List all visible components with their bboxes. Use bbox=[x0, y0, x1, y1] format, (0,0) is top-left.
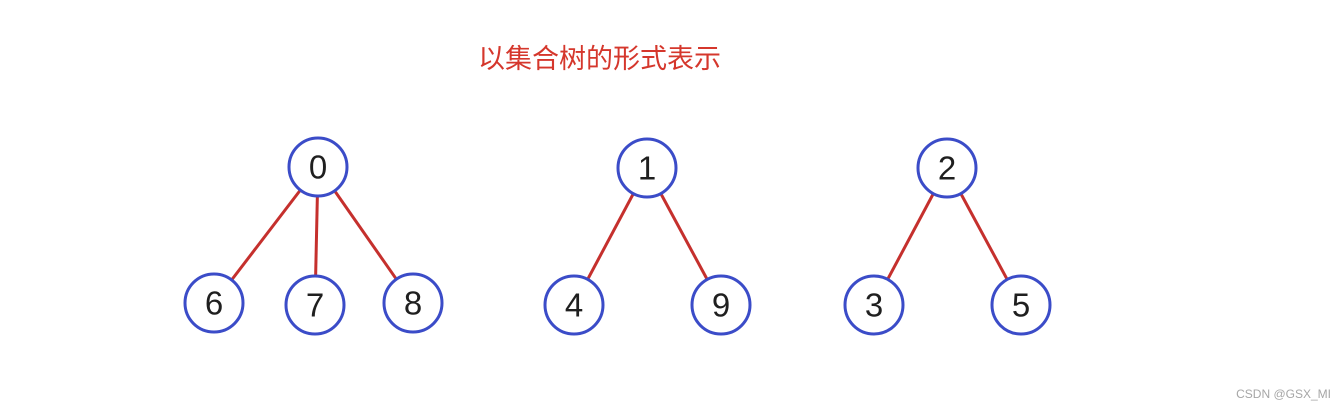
page-title: 以集合树的形式表示 bbox=[478, 44, 721, 74]
tree-node: 1 bbox=[616, 137, 678, 199]
tree-node: 2 bbox=[916, 137, 978, 199]
tree-node-label: 3 bbox=[865, 287, 883, 324]
tree-node-circle bbox=[990, 274, 1052, 336]
tree-node-label: 4 bbox=[565, 287, 583, 324]
tree-node-label: 7 bbox=[306, 287, 324, 324]
tree-node-label: 2 bbox=[938, 150, 956, 187]
tree-node: 9 bbox=[690, 274, 752, 336]
tree-node: 6 bbox=[183, 272, 245, 334]
tree-node-label: 5 bbox=[1012, 287, 1030, 324]
tree-node: 4 bbox=[543, 274, 605, 336]
tree-node: 5 bbox=[990, 274, 1052, 336]
tree-node: 3 bbox=[843, 274, 905, 336]
tree-node-circle bbox=[543, 274, 605, 336]
tree-node-circle bbox=[690, 274, 752, 336]
tree-node-label: 6 bbox=[205, 285, 223, 322]
tree-node: 0 bbox=[287, 136, 349, 198]
tree-node: 7 bbox=[284, 274, 346, 336]
tree-node-label: 9 bbox=[712, 287, 730, 324]
tree-node-label: 0 bbox=[309, 149, 327, 186]
tree-node-label: 1 bbox=[638, 150, 656, 187]
tree-node-circle bbox=[183, 272, 245, 334]
tree-node-circle bbox=[916, 137, 978, 199]
tree-node: 8 bbox=[382, 272, 444, 334]
tree-node-label: 8 bbox=[404, 285, 422, 322]
tree-node-circle bbox=[287, 136, 349, 198]
tree-node-circle bbox=[284, 274, 346, 336]
tree-node-circle bbox=[382, 272, 444, 334]
watermark: CSDN @GSX_MI bbox=[1236, 387, 1331, 401]
tree-node-circle bbox=[843, 274, 905, 336]
tree-node-circle bbox=[616, 137, 678, 199]
